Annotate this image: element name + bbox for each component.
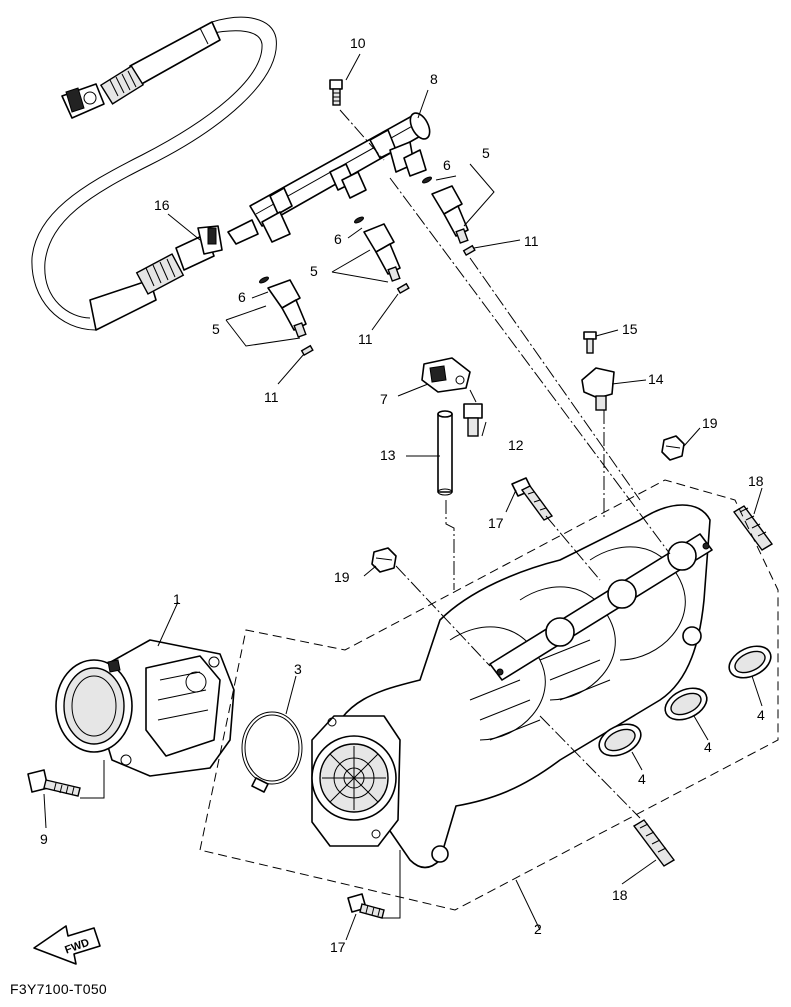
throttle-body-gasket[interactable] (241, 711, 303, 793)
hose-quick-connector-lower (175, 225, 223, 271)
alignment-line-injector (469, 257, 641, 501)
callout-6-left: 6 (238, 289, 246, 305)
callout-14: 14 (648, 371, 664, 387)
sensor-12[interactable] (463, 389, 483, 437)
manifold-gasket-right[interactable] (724, 640, 776, 684)
nut-19-left[interactable] (371, 547, 397, 573)
screw-15[interactable] (583, 331, 597, 354)
callout-11-right: 11 (524, 233, 539, 249)
manifold-assembly-outline (199, 479, 779, 911)
fuel-rail[interactable] (227, 110, 434, 245)
bolt-10[interactable] (329, 79, 343, 106)
seal-left[interactable] (300, 344, 314, 357)
throttle-bolt-group-line (80, 760, 105, 799)
callout-17-lower: 17 (330, 939, 346, 955)
manifold-inlet-flange (311, 715, 401, 847)
hose-corrugation-lower (135, 253, 185, 295)
hose-quick-connector-upper (61, 83, 105, 119)
intake-manifold[interactable] (311, 504, 713, 869)
callout-18-lower: 18 (612, 887, 628, 903)
manifold-gasket-left[interactable] (594, 718, 646, 762)
callout-9: 9 (40, 831, 48, 847)
callout-16: 16 (154, 197, 170, 213)
callout-3: 3 (294, 661, 302, 677)
callout-2: 2 (534, 921, 542, 937)
hose-corrugation-upper (99, 65, 145, 105)
throttle-body[interactable] (55, 639, 235, 777)
callout-11-middle: 11 (358, 331, 373, 347)
alignment-line-bolt10 (339, 109, 385, 161)
injector-left[interactable] (267, 279, 307, 338)
callout-5-right: 5 (482, 145, 490, 161)
callout-7: 7 (380, 391, 388, 407)
sensor-7[interactable] (421, 357, 471, 393)
callout-5-left: 5 (212, 321, 220, 337)
callout-4-right: 4 (757, 707, 765, 723)
sensor-14[interactable] (581, 367, 615, 411)
callout-15: 15 (622, 321, 638, 337)
callout-17-upper: 17 (488, 515, 504, 531)
fwd-direction-arrow: FWD (33, 925, 101, 965)
callout-12: 12 (508, 437, 524, 453)
nut-19-top[interactable] (661, 435, 685, 461)
alignment-line-hose13 (445, 500, 455, 590)
callout-11-left: 11 (264, 389, 279, 405)
bolt-9[interactable] (27, 769, 81, 797)
callout-6-middle: 6 (334, 231, 342, 247)
bolt-17-upper[interactable] (511, 477, 554, 521)
callout-4-left: 4 (638, 771, 646, 787)
callout-18-upper: 18 (748, 473, 764, 489)
leader-lines (43, 53, 763, 941)
alignment-line-bolt17 (545, 515, 601, 581)
alignment-line-rail (389, 177, 671, 555)
callout-8: 8 (430, 71, 438, 87)
callout-10: 10 (350, 35, 366, 51)
injector-middle[interactable] (363, 223, 401, 282)
fuel-hose[interactable] (31, 16, 277, 331)
o-ring-right[interactable] (421, 176, 433, 184)
seal-right[interactable] (462, 244, 476, 257)
o-ring-middle[interactable] (353, 216, 365, 224)
callout-4-middle: 4 (704, 739, 712, 755)
callout-19-left: 19 (334, 569, 350, 585)
seal-middle[interactable] (396, 282, 410, 295)
injector-right[interactable] (431, 185, 469, 244)
alignment-line-stud18 (539, 715, 641, 819)
callout-13: 13 (380, 447, 396, 463)
bolt-17-lower[interactable] (347, 893, 385, 919)
callout-19-top: 19 (702, 415, 718, 431)
callout-labels: 1 2 3 4 4 4 5 5 5 6 6 6 7 8 9 10 11 11 1… (40, 35, 765, 955)
callout-5-middle: 5 (310, 263, 318, 279)
stud-18-upper[interactable] (732, 505, 774, 551)
diagram-code: F3Y7100-T050 (10, 981, 107, 997)
stud-18-lower[interactable] (632, 819, 676, 867)
alignment-line-nut19 (395, 565, 491, 667)
hose-13[interactable] (437, 410, 453, 496)
callout-1: 1 (173, 591, 181, 607)
o-ring-left[interactable] (258, 276, 270, 284)
callout-6-right: 6 (443, 157, 451, 173)
manifold-gasket-middle[interactable] (660, 682, 712, 726)
